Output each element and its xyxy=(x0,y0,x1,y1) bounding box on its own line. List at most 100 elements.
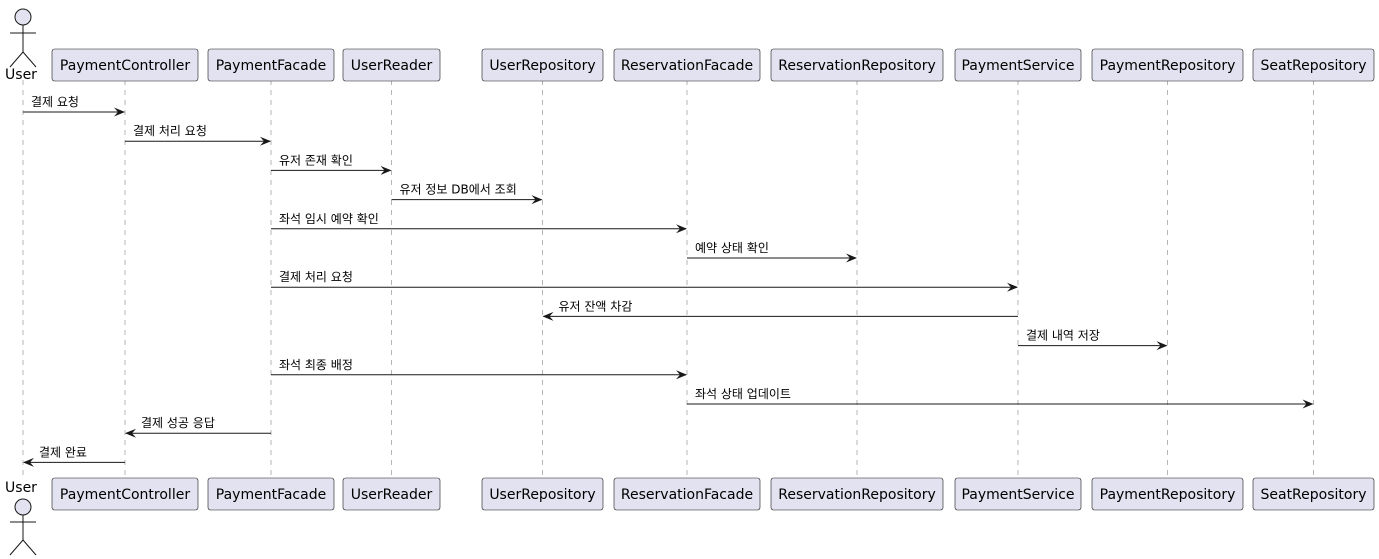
participant-userreader-top: UserReader xyxy=(342,48,441,82)
participant-box xyxy=(954,477,1082,511)
message-2: 결제 처리 요청 xyxy=(125,124,271,146)
participants-top: PaymentController PaymentFacade UserReader… xyxy=(51,48,1375,82)
participant-label: ReservationFacade xyxy=(621,487,753,503)
arrowhead-icon xyxy=(846,253,857,263)
arrowhead-icon xyxy=(1007,282,1018,292)
participant-label: PaymentRepository xyxy=(1100,58,1236,74)
actor-label-bottom: User xyxy=(5,480,37,496)
participant-box xyxy=(613,48,761,82)
message-6: 예약 상태 확인 xyxy=(687,240,857,263)
participant-label: UserRepository xyxy=(489,487,595,503)
arrowhead-icon xyxy=(542,311,554,321)
message-label: 결제 요청 xyxy=(31,95,79,109)
participant-label: UserRepository xyxy=(489,58,595,74)
participant-box xyxy=(1091,477,1244,511)
message-label: 유저 잔액 차감 xyxy=(559,299,633,313)
participant-label: PaymentRepository xyxy=(1100,487,1236,503)
message-4: 유저 정보 DB에서 조회 xyxy=(391,183,543,205)
arrowhead-icon xyxy=(260,136,271,146)
participant-box xyxy=(954,48,1082,82)
arrowhead-icon xyxy=(125,428,136,438)
participants-bottom: PaymentController PaymentFacade UserReader… xyxy=(51,477,1375,511)
participant-label: ReservationRepository xyxy=(778,487,936,503)
participant-box xyxy=(207,477,335,511)
participant-facade-top: PaymentFacade xyxy=(207,48,335,82)
participant-label: PaymentFacade xyxy=(216,487,326,503)
participant-label: PaymentService xyxy=(961,487,1074,503)
actor-head-icon xyxy=(14,498,32,516)
participant-label: PaymentService xyxy=(961,58,1074,74)
arrowhead-icon xyxy=(114,107,125,117)
actor-label-top: User xyxy=(5,67,37,83)
participant-seatrepo-top: SeatRepository xyxy=(1252,48,1375,82)
participant-resrepo-top: ReservationRepository xyxy=(770,48,944,82)
participant-resfacade-top: ReservationFacade xyxy=(613,48,761,82)
actor-user-top: User xyxy=(5,8,37,83)
arrowhead-icon xyxy=(676,370,687,380)
arrowhead-icon xyxy=(531,195,543,205)
participant-label: SeatRepository xyxy=(1260,58,1366,74)
participant-label: PaymentFacade xyxy=(216,58,326,74)
participant-userreader-bottom: UserReader xyxy=(342,477,441,511)
message-label: 좌석 최종 배정 xyxy=(279,358,353,372)
participant-label: ReservationRepository xyxy=(778,58,936,74)
participant-label: UserReader xyxy=(351,58,433,74)
participant-box xyxy=(51,477,199,511)
message-label: 유저 존재 확인 xyxy=(279,153,353,167)
participant-box xyxy=(613,477,761,511)
participant-payrepo-top: PaymentRepository xyxy=(1091,48,1244,82)
participant-controller-bottom: PaymentController xyxy=(51,477,199,511)
message-10: 좌석 최종 배정 xyxy=(271,358,687,380)
participant-userrepo-top: UserRepository xyxy=(481,48,604,82)
participant-label: ReservationFacade xyxy=(621,58,753,74)
message-label: 결제 처리 요청 xyxy=(133,124,207,138)
message-12: 결제 성공 응답 xyxy=(125,416,271,438)
participant-box xyxy=(1252,48,1375,82)
message-9: 결제 내역 저장 xyxy=(1018,329,1168,351)
participant-resfacade-bottom: ReservationFacade xyxy=(613,477,761,511)
message-11: 좌석 상태 업데이트 xyxy=(687,387,1314,409)
participant-label: SeatRepository xyxy=(1260,487,1366,503)
message-label: 결제 내역 저장 xyxy=(1026,329,1100,343)
participant-box xyxy=(1252,477,1375,511)
participant-label: PaymentController xyxy=(60,58,190,74)
message-5: 좌석 임시 예약 확인 xyxy=(271,211,687,234)
lifelines xyxy=(22,80,1314,478)
participant-userrepo-bottom: UserRepository xyxy=(481,477,604,511)
message-1: 결제 요청 xyxy=(23,95,125,117)
message-8: 유저 잔액 차감 xyxy=(542,299,1018,321)
participant-controller-top: PaymentController xyxy=(51,48,199,82)
participant-box xyxy=(770,48,944,82)
participant-box xyxy=(481,48,604,82)
participant-box xyxy=(342,48,441,82)
actor-user-bottom: User xyxy=(5,480,37,556)
participant-box xyxy=(207,48,335,82)
arrowhead-icon xyxy=(23,457,34,467)
participant-paysvc-bottom: PaymentService xyxy=(954,477,1082,511)
arrowhead-icon xyxy=(676,224,687,234)
participant-facade-bottom: PaymentFacade xyxy=(207,477,335,511)
participant-resrepo-bottom: ReservationRepository xyxy=(770,477,944,511)
message-label: 결제 성공 응답 xyxy=(141,416,215,430)
arrowhead-icon xyxy=(380,165,392,175)
message-label: 좌석 임시 예약 확인 xyxy=(279,211,379,226)
message-label: 결제 완료 xyxy=(39,445,87,459)
participant-payrepo-bottom: PaymentRepository xyxy=(1091,477,1244,511)
message-13: 결제 완료 xyxy=(23,445,125,467)
arrowhead-icon xyxy=(1156,341,1168,351)
message-label: 좌석 상태 업데이트 xyxy=(695,387,791,401)
participant-box xyxy=(342,477,441,511)
actor-head-icon xyxy=(14,8,32,26)
participant-paysvc-top: PaymentService xyxy=(954,48,1082,82)
message-label: 예약 상태 확인 xyxy=(695,240,769,255)
participant-box xyxy=(770,477,944,511)
participant-box xyxy=(481,477,604,511)
message-7: 결제 처리 요청 xyxy=(271,270,1018,292)
participant-label: UserReader xyxy=(351,487,433,503)
participant-box xyxy=(51,48,199,82)
message-label: 유저 정보 DB에서 조회 xyxy=(400,183,517,197)
participant-seatrepo-bottom: SeatRepository xyxy=(1252,477,1375,511)
message-3: 유저 존재 확인 xyxy=(271,153,392,175)
